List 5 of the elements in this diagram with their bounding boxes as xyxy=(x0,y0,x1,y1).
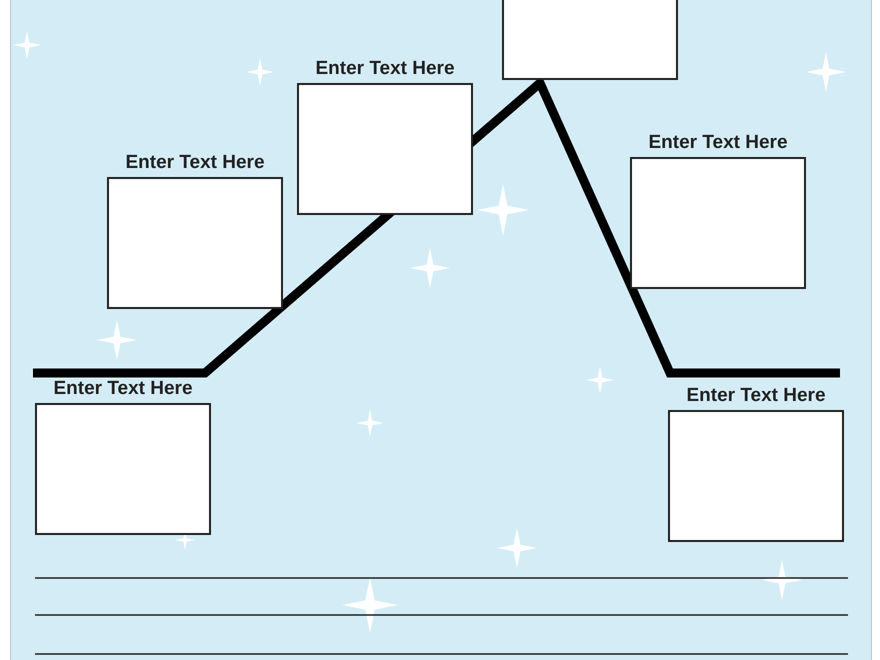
box-heading: Enter Text Here xyxy=(314,58,456,80)
box-heading: Enter Text Here xyxy=(647,132,789,154)
box-heading: Enter Text Here xyxy=(52,378,194,400)
box-heading: Enter Text Here xyxy=(124,152,266,174)
box-heading: Enter Text Here xyxy=(685,385,827,407)
